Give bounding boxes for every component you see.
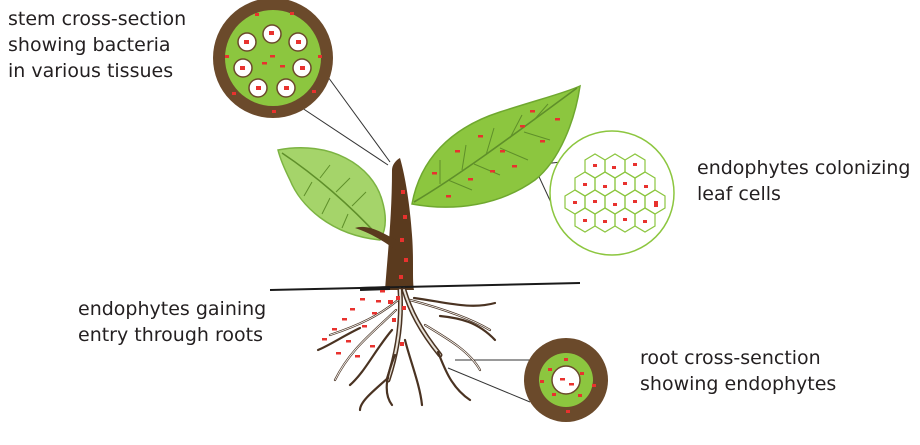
root-cross-section [524,338,608,422]
leaf-cell-bacteria [573,163,658,223]
roots-entry-label: endophytes gaining entry through roots [78,298,267,346]
soil-line-thick [359,286,391,291]
root-entry-bacteria [322,290,406,358]
soil-line [269,282,581,291]
stem-section-bacteria [225,12,322,113]
pointer-root-bottom [447,367,531,403]
leaf-bacteria [432,110,560,198]
pointer-stem-bottom [289,99,389,166]
right-leaf [411,84,581,208]
stem-cross-section-label: stem cross-section showing bacteria in v… [8,8,187,82]
leaf-cell-grid [564,153,666,233]
roots [316,287,497,412]
root-section-bacteria [540,358,596,413]
root-cross-section-label: root cross-senction showing endophytes [640,347,837,395]
stem-bacteria [399,190,408,279]
left-leaf [277,147,387,241]
stem [355,158,414,290]
leaf-cells-label: endophytes colonizing leaf cells [697,157,911,205]
leaf-cells-section [549,130,675,256]
stem-cross-section [213,0,333,118]
